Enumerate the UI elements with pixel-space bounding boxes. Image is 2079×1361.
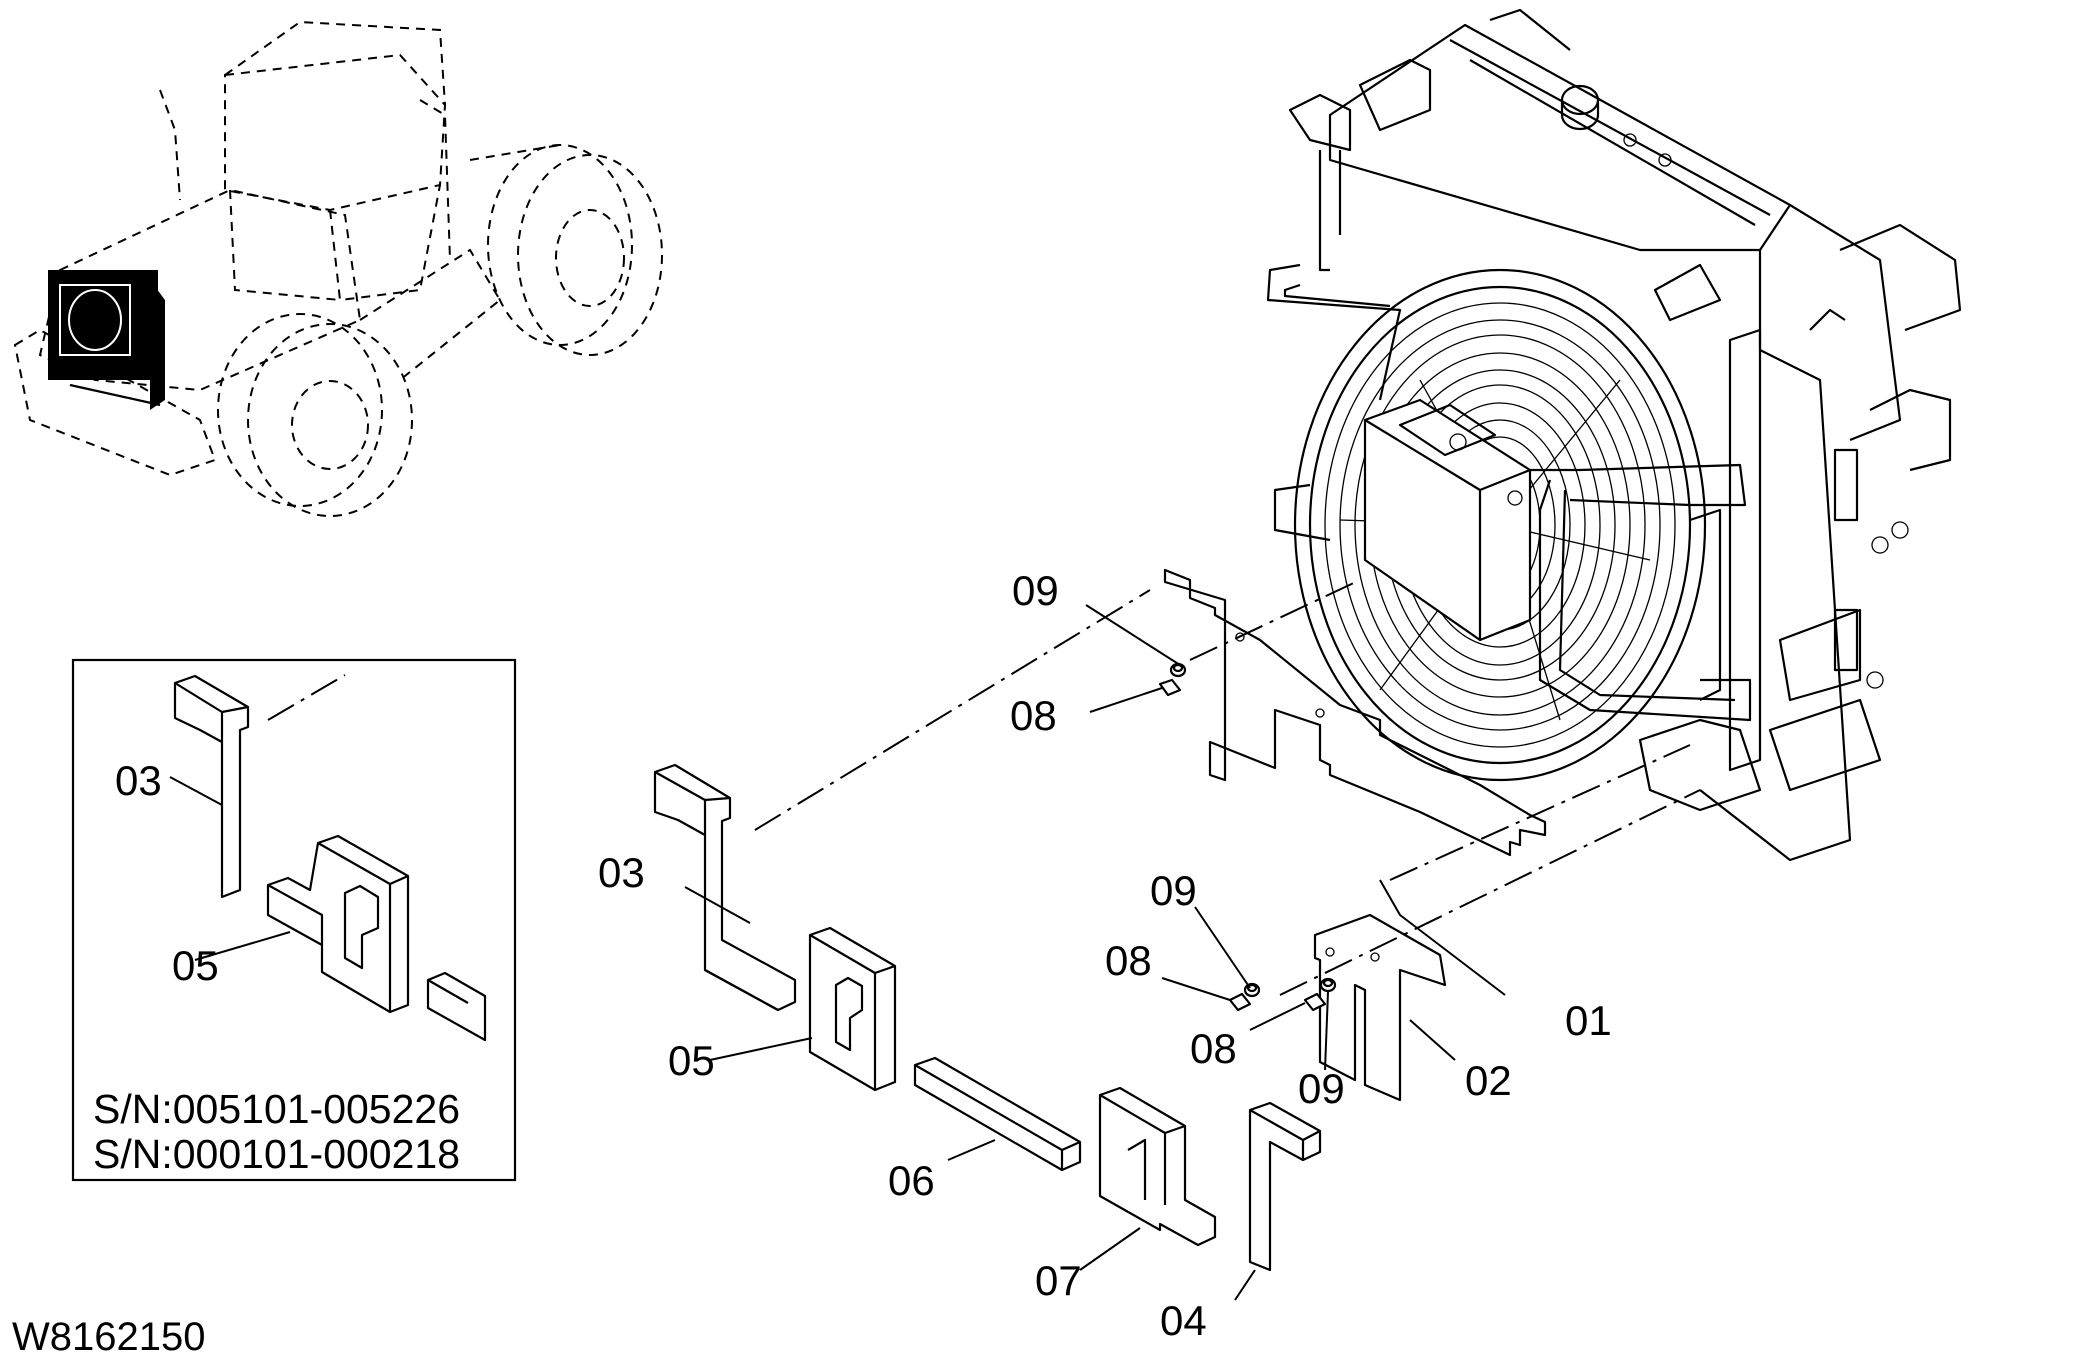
drawing-code: W8162150 (12, 1315, 205, 1359)
serial-number-line-2: S/N:000101-000218 (93, 1131, 460, 1177)
label-04: 04 (1160, 1297, 1207, 1344)
fasteners (1158, 662, 1337, 1012)
label-09-upper: 09 (1012, 567, 1059, 614)
label-03: 03 (598, 849, 645, 896)
label-05: 05 (668, 1037, 715, 1084)
label-08-lower: 08 (1190, 1025, 1237, 1072)
label-09-middle: 09 (1150, 867, 1197, 914)
label-09-lower: 09 (1298, 1065, 1345, 1112)
leader-lines (684, 604, 1506, 1301)
radiator-assembly (1266, 8, 1962, 862)
label-02: 02 (1465, 1057, 1512, 1104)
inset-label-05: 05 (172, 942, 219, 989)
inset-label-03: 03 (115, 757, 162, 804)
label-08-middle: 08 (1105, 937, 1152, 984)
part-labels: 01 02 03 04 05 06 07 08 08 08 09 09 09 (598, 567, 1612, 1344)
seal-parts (653, 763, 1322, 1272)
serial-number-line-1: S/N:005101-005226 (93, 1086, 460, 1132)
mounting-plates (1163, 568, 1547, 1102)
label-06: 06 (888, 1157, 935, 1204)
assembly-lines (754, 579, 1701, 996)
serial-inset: 03 05 S/N:005101-005226 S/N:000101-00021… (71, 658, 517, 1182)
label-01: 01 (1565, 997, 1612, 1044)
machine-overview (13, 20, 663, 517)
label-07: 07 (1035, 1257, 1082, 1304)
label-08-upper: 08 (1010, 692, 1057, 739)
